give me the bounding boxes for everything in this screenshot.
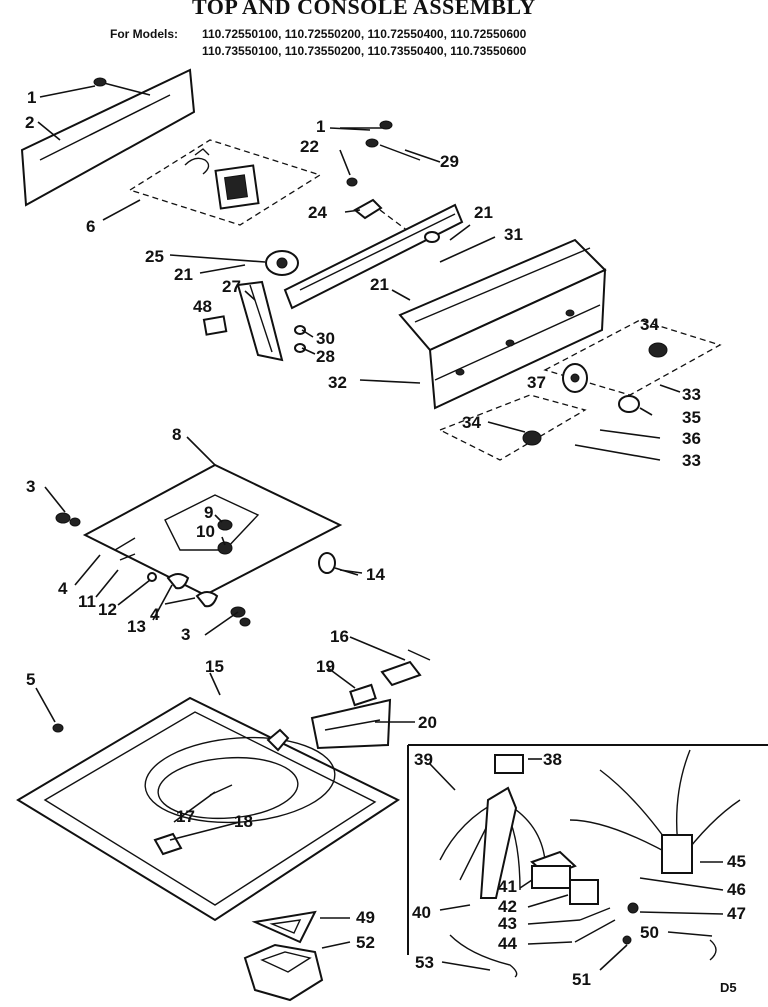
callout-43: 43 xyxy=(498,914,517,933)
rivets-28-30 xyxy=(294,325,306,353)
callout-33a: 33 xyxy=(682,385,701,404)
callout-1a: 1 xyxy=(27,88,36,107)
rear-panel xyxy=(20,68,196,207)
callout-21c: 21 xyxy=(370,275,389,294)
callout-2: 2 xyxy=(25,113,34,132)
models-line-1: 110.72550100, 110.72550200, 110.72550400… xyxy=(202,27,527,41)
callout-3b: 3 xyxy=(181,625,190,644)
callout-31: 31 xyxy=(504,225,523,244)
callout-42: 42 xyxy=(498,897,517,916)
callout-47: 47 xyxy=(727,904,746,923)
callout-39: 39 xyxy=(414,750,433,769)
callout-24: 24 xyxy=(308,203,327,222)
callout-22: 22 xyxy=(300,137,319,156)
callout-40: 40 xyxy=(412,903,431,922)
callout-20: 20 xyxy=(418,713,437,732)
callout-36: 36 xyxy=(682,429,701,448)
washer-top xyxy=(16,696,401,922)
callout-46: 46 xyxy=(727,880,746,899)
selector-switch xyxy=(265,250,299,276)
clip-48 xyxy=(202,315,228,336)
callout-5: 5 xyxy=(26,670,35,689)
callout-6: 6 xyxy=(86,217,95,236)
callout-29: 29 xyxy=(440,152,459,171)
diagram-code: D5 xyxy=(720,980,737,995)
callout-32: 32 xyxy=(328,373,347,392)
callout-12: 12 xyxy=(98,600,117,619)
callout-27: 27 xyxy=(222,277,241,296)
callout-13: 13 xyxy=(127,617,146,636)
models-line-2: 110.73550100, 110.73550200, 110.73550400… xyxy=(202,44,527,58)
callout-30: 30 xyxy=(316,329,335,348)
leader-lines xyxy=(35,85,724,971)
diagram-title: TOP AND CONSOLE ASSEMBLY xyxy=(192,0,536,19)
callout-41: 41 xyxy=(498,877,517,896)
callout-37: 37 xyxy=(527,373,546,392)
callout-38: 38 xyxy=(543,750,562,769)
hinge-screws xyxy=(55,512,251,627)
callout-17: 17 xyxy=(176,807,195,826)
callout-9: 9 xyxy=(204,503,213,522)
callout-21b: 21 xyxy=(174,265,193,284)
callout-10: 10 xyxy=(196,522,215,541)
callout-14: 14 xyxy=(366,565,385,584)
callout-21a: 21 xyxy=(474,203,493,222)
callout-18: 18 xyxy=(234,812,253,831)
screw-1 xyxy=(93,77,151,96)
callout-34a: 34 xyxy=(640,315,659,334)
callout-8: 8 xyxy=(172,425,181,444)
callout-52: 52 xyxy=(356,933,375,952)
callout-25: 25 xyxy=(145,247,164,266)
callout-35: 35 xyxy=(682,408,701,427)
console-rail xyxy=(283,203,464,310)
knob-assembly-right xyxy=(438,319,722,461)
callout-33b: 33 xyxy=(682,451,701,470)
foot-49 xyxy=(251,910,317,944)
callout-49: 49 xyxy=(356,908,375,927)
model-list: For Models: 110.72550100, 110.72550200, 1… xyxy=(110,26,670,60)
callout-11: 11 xyxy=(78,592,96,611)
callout-28: 28 xyxy=(316,347,335,366)
wiring-bracket-callout-6 xyxy=(128,139,322,226)
wiring-harness-panel xyxy=(407,744,768,978)
callout-45: 45 xyxy=(727,852,746,871)
callout-15: 15 xyxy=(205,657,224,676)
callout-34b: 34 xyxy=(462,413,481,432)
timer-motor xyxy=(214,164,260,210)
mounting-block xyxy=(236,280,284,362)
callout-4a: 4 xyxy=(58,579,68,598)
callout-44: 44 xyxy=(498,934,517,953)
models-label: For Models: xyxy=(110,27,178,41)
callout-labels: 1 2 6 1 22 29 24 21 31 25 21 21 27 48 30… xyxy=(25,88,746,995)
callout-4b: 4 xyxy=(150,605,160,624)
callout-16: 16 xyxy=(330,627,349,646)
callout-50: 50 xyxy=(640,923,659,942)
console-body xyxy=(398,238,607,410)
callout-51: 51 xyxy=(572,970,591,989)
callout-53: 53 xyxy=(415,953,434,972)
callout-3a: 3 xyxy=(26,477,35,496)
lid-hinge-plate xyxy=(82,463,343,597)
callout-48: 48 xyxy=(193,297,212,316)
lid-switch xyxy=(310,649,431,750)
console-screws xyxy=(340,120,421,187)
callout-1b: 1 xyxy=(316,117,325,136)
foot-52 xyxy=(243,943,324,1002)
callout-19: 19 xyxy=(316,657,335,676)
